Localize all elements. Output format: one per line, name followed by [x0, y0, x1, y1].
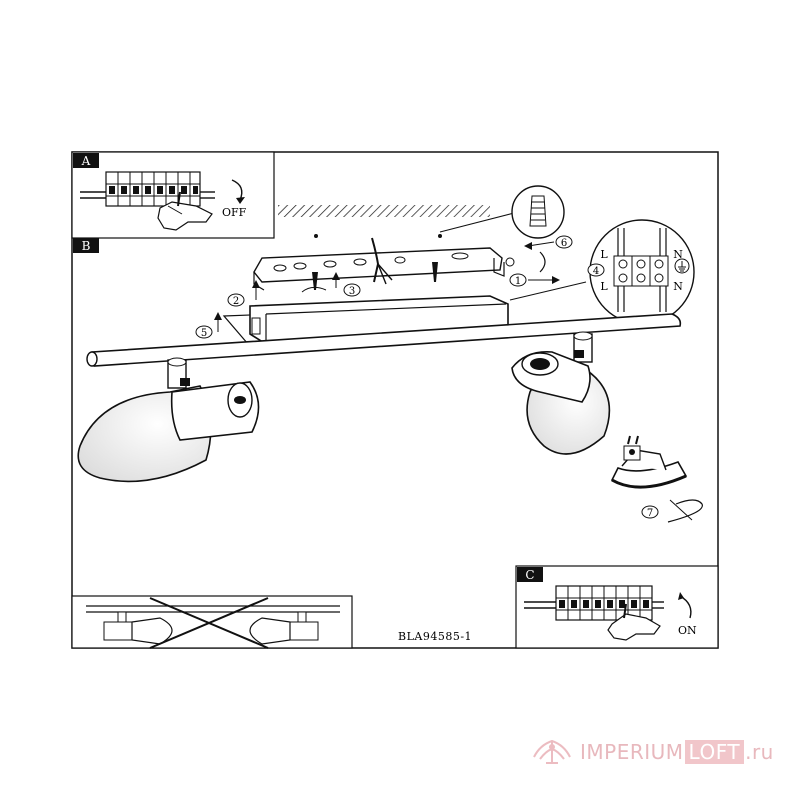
incorrect-orientation-panel [71, 595, 353, 649]
rotate-arrow-icon-6 [539, 251, 546, 273]
terminal-l-top: L [600, 248, 608, 261]
terminal-n-bottom: N [673, 280, 683, 293]
panel-c-badge [517, 567, 543, 582]
watermark-brand-prefix: IMPERIUM [580, 740, 684, 764]
state-on: ON [678, 624, 697, 637]
step-markers: 1 2 3 5 6 [195, 235, 573, 339]
rotate-arrow-icon-7 [667, 499, 703, 523]
state-off: OFF [222, 206, 247, 219]
panel-b-label: B [82, 239, 91, 253]
bulb-gu10: 7 [610, 435, 703, 523]
watermark-text: IMPERIUM LOFT .ru [580, 740, 774, 764]
panel-c: C ON [515, 565, 719, 649]
dowel-detail [439, 185, 565, 239]
model-code: BLA94585-1 [398, 630, 472, 643]
panel-a-badge [73, 153, 99, 168]
hand-icon-a [157, 201, 213, 231]
terminal-strip-a [80, 171, 215, 207]
spotlight-left [77, 357, 260, 483]
step-6: 6 [561, 238, 567, 249]
panel-b-badge [73, 238, 99, 253]
main-frame [71, 151, 719, 649]
panel-a-label: A [81, 154, 91, 168]
step-7: 7 [647, 508, 653, 519]
watermark-emblem-icon [533, 739, 571, 764]
terminal-n-top: N [673, 248, 683, 261]
watermark: IMPERIUM LOFT .ru [530, 732, 790, 772]
ground-symbol-icon [674, 258, 690, 274]
mounting-bracket [253, 237, 515, 291]
step-4: 4 [593, 266, 599, 277]
step-1: 1 [515, 276, 521, 287]
terminal-l-bottom: L [600, 280, 608, 293]
spotlight-right [511, 331, 611, 455]
step-2: 2 [233, 296, 239, 307]
light-rail [86, 313, 682, 367]
watermark-brand-highlight: LOFT [684, 740, 745, 764]
step-3: 3 [349, 286, 355, 297]
ceiling-hatch [278, 205, 490, 217]
hand-icon-c [607, 613, 661, 641]
step-5: 5 [201, 328, 207, 339]
terminal-strip-c [524, 585, 664, 621]
cross-out-icon [149, 597, 269, 649]
wiring-detail: L N L N 4 [509, 219, 695, 325]
panel-a: A [71, 151, 275, 239]
watermark-brand-suffix: .ru [745, 740, 774, 764]
panel-c-label: C [525, 568, 534, 582]
